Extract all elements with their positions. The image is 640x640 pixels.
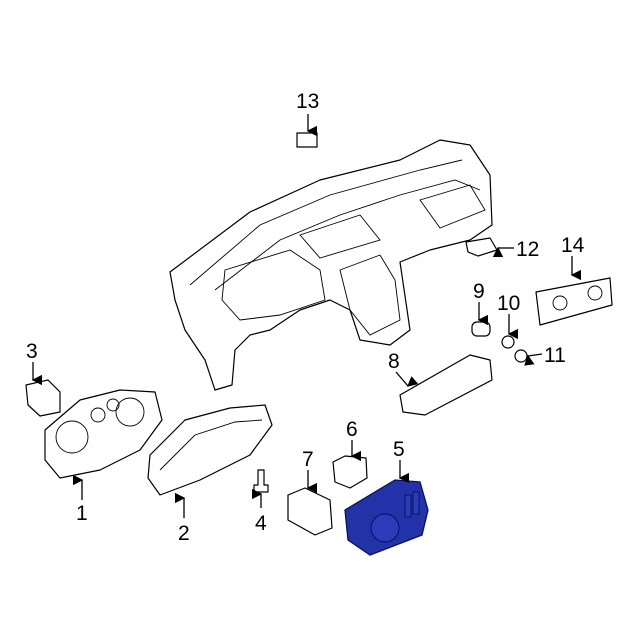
part-4-bolt — [253, 469, 269, 493]
part-7-module — [287, 487, 333, 536]
part-9-knob — [471, 321, 491, 337]
callout-arrows — [31, 114, 582, 518]
part-12 — [465, 237, 498, 257]
callout-3: 3 — [26, 340, 38, 363]
callout-2: 2 — [178, 522, 190, 545]
callout-9: 9 — [473, 280, 485, 303]
part-14-radio — [535, 277, 613, 326]
part-2-cluster-lens — [147, 404, 273, 496]
callout-8: 8 — [388, 350, 400, 373]
part-3 — [25, 379, 61, 417]
callout-14: 14 — [561, 234, 585, 257]
instrument-panel — [169, 139, 493, 391]
callout-1: 1 — [76, 502, 88, 525]
part-6-switch — [332, 455, 368, 489]
callout-6: 6 — [346, 418, 358, 441]
callout-13: 13 — [296, 90, 319, 113]
part-13 — [296, 132, 318, 148]
part-10-knob — [501, 335, 515, 349]
callout-11: 11 — [544, 344, 566, 367]
part-5-headlamp-switch — [344, 479, 429, 556]
callout-12: 12 — [516, 238, 539, 261]
part-11-knob — [514, 349, 528, 363]
callout-7: 7 — [302, 448, 314, 471]
callout-4: 4 — [255, 512, 267, 535]
callout-10: 10 — [497, 292, 520, 315]
callout-5: 5 — [393, 438, 405, 461]
part-8-control-panel — [399, 354, 493, 416]
part-1-instrument-cluster — [44, 389, 163, 479]
